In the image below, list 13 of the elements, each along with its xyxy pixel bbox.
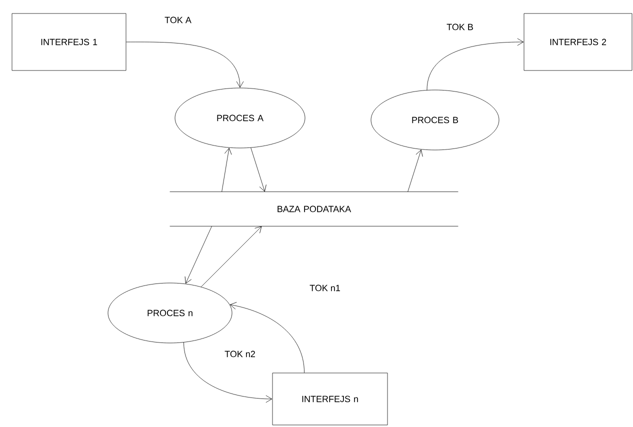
arrow	[222, 148, 232, 192]
arrow	[184, 342, 272, 403]
interface-box: INTERFEJS 1	[12, 13, 126, 71]
arrow	[408, 150, 423, 192]
arrow	[200, 226, 262, 288]
arrow	[230, 302, 304, 373]
data-store: BAZA PODATAKA	[170, 192, 458, 226]
arrow	[250, 148, 266, 192]
interface-box: INTERFEJS n	[272, 372, 388, 426]
interface-box: INTERFEJS 2	[524, 13, 632, 71]
arrow	[184, 226, 212, 284]
arrow	[126, 42, 244, 88]
arrow	[426, 38, 524, 90]
